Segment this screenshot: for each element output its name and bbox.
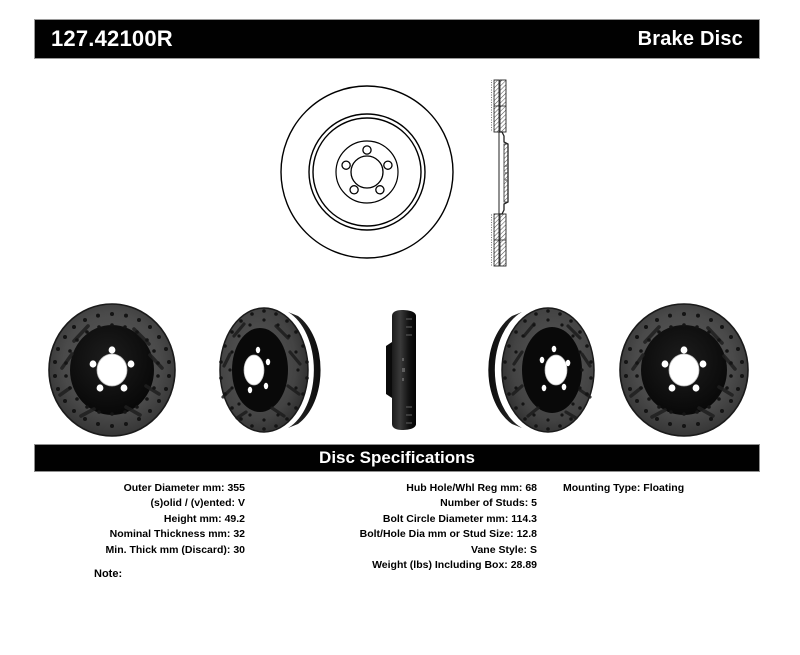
- spec-title: Disc Specifications: [319, 448, 475, 467]
- spec-label: Bolt Circle Diameter mm:: [382, 512, 509, 525]
- spec-row: Nominal Thickness mm: 32: [34, 527, 245, 542]
- spec-value: Floating: [643, 482, 685, 494]
- spec-row: Weight (lbs) Including Box: 28.89: [249, 558, 537, 573]
- rotor-photo-front-right-angle: [614, 302, 760, 438]
- spec-row: Number of Studs: 5: [249, 496, 537, 511]
- note-label: Note:: [94, 568, 123, 580]
- spec-row: Mounting Type: Floating: [563, 481, 760, 496]
- spec-row: Outer Diameter mm: 355: [34, 481, 245, 496]
- spec-value: 30: [233, 543, 245, 556]
- note-area: Note:: [34, 568, 760, 592]
- product-header-bar: 127.42100R Brake Disc: [34, 19, 760, 59]
- spec-label: Bolt/Hole Dia mm or Stud Size:: [359, 528, 514, 541]
- spec-row: Height mm: 49.2: [34, 512, 245, 527]
- spec-label: Hub Hole/Whl Reg mm:: [406, 482, 523, 494]
- spec-column-right: Mounting Type: Floating: [541, 481, 760, 573]
- spec-value: V: [237, 497, 245, 510]
- spec-columns: Outer Diameter mm: 355 (s)olid / (v)ente…: [34, 472, 760, 573]
- spec-row: Vane Style: S: [249, 543, 537, 558]
- spec-title-bar: Disc Specifications: [34, 444, 760, 472]
- spec-label: Nominal Thickness mm:: [109, 528, 231, 541]
- spec-row: (s)olid / (v)ented: V: [34, 496, 245, 511]
- product-photo-row: [34, 302, 760, 438]
- spec-value: 49.2: [224, 512, 245, 525]
- spec-label: Weight (lbs) Including Box:: [372, 559, 508, 572]
- spec-label: Height mm:: [163, 512, 222, 525]
- disc-specifications-section: Disc Specifications Outer Diameter mm: 3…: [34, 444, 760, 573]
- spec-value: 28.89: [510, 559, 537, 572]
- rotor-photo-three-quarter-right: [464, 302, 614, 438]
- spec-label: Number of Studs:: [440, 497, 529, 510]
- spec-label: Mounting Type:: [563, 482, 641, 494]
- spec-label: Vane Style:: [471, 543, 528, 556]
- spec-row: Hub Hole/Whl Reg mm: 68: [249, 481, 537, 496]
- spec-label: Outer Diameter mm:: [123, 482, 225, 494]
- rotor-front-view-drawing: [278, 72, 456, 277]
- spec-column-left: Outer Diameter mm: 355 (s)olid / (v)ente…: [34, 481, 249, 573]
- spec-value: S: [529, 543, 537, 556]
- spec-row: Bolt/Hole Dia mm or Stud Size: 12.8: [249, 527, 537, 542]
- spec-value: 12.8: [516, 528, 537, 541]
- part-number: 127.42100R: [51, 26, 173, 51]
- spec-value: 32: [233, 528, 245, 541]
- spec-label: Min. Thick mm (Discard):: [105, 543, 231, 556]
- spec-label: (s)olid / (v)ented:: [150, 497, 236, 510]
- product-category-label: Brake Disc: [637, 27, 743, 50]
- spec-value: 5: [531, 497, 537, 510]
- rotor-photo-front-left-angle: [42, 302, 192, 438]
- spec-value: 68: [525, 482, 537, 494]
- spec-row: Min. Thick mm (Discard): 30: [34, 543, 245, 558]
- technical-drawing-area: [260, 72, 560, 282]
- rotor-cross-section-drawing: [478, 74, 526, 277]
- spec-value: 114.3: [511, 512, 537, 525]
- rotor-photo-three-quarter-left: [202, 302, 352, 438]
- spec-row: Bolt Circle Diameter mm: 114.3: [249, 512, 537, 527]
- spec-column-middle: Hub Hole/Whl Reg mm: 68 Number of Studs:…: [249, 481, 541, 573]
- spec-value: 355: [227, 482, 245, 494]
- rotor-photo-edge-profile: [380, 302, 440, 438]
